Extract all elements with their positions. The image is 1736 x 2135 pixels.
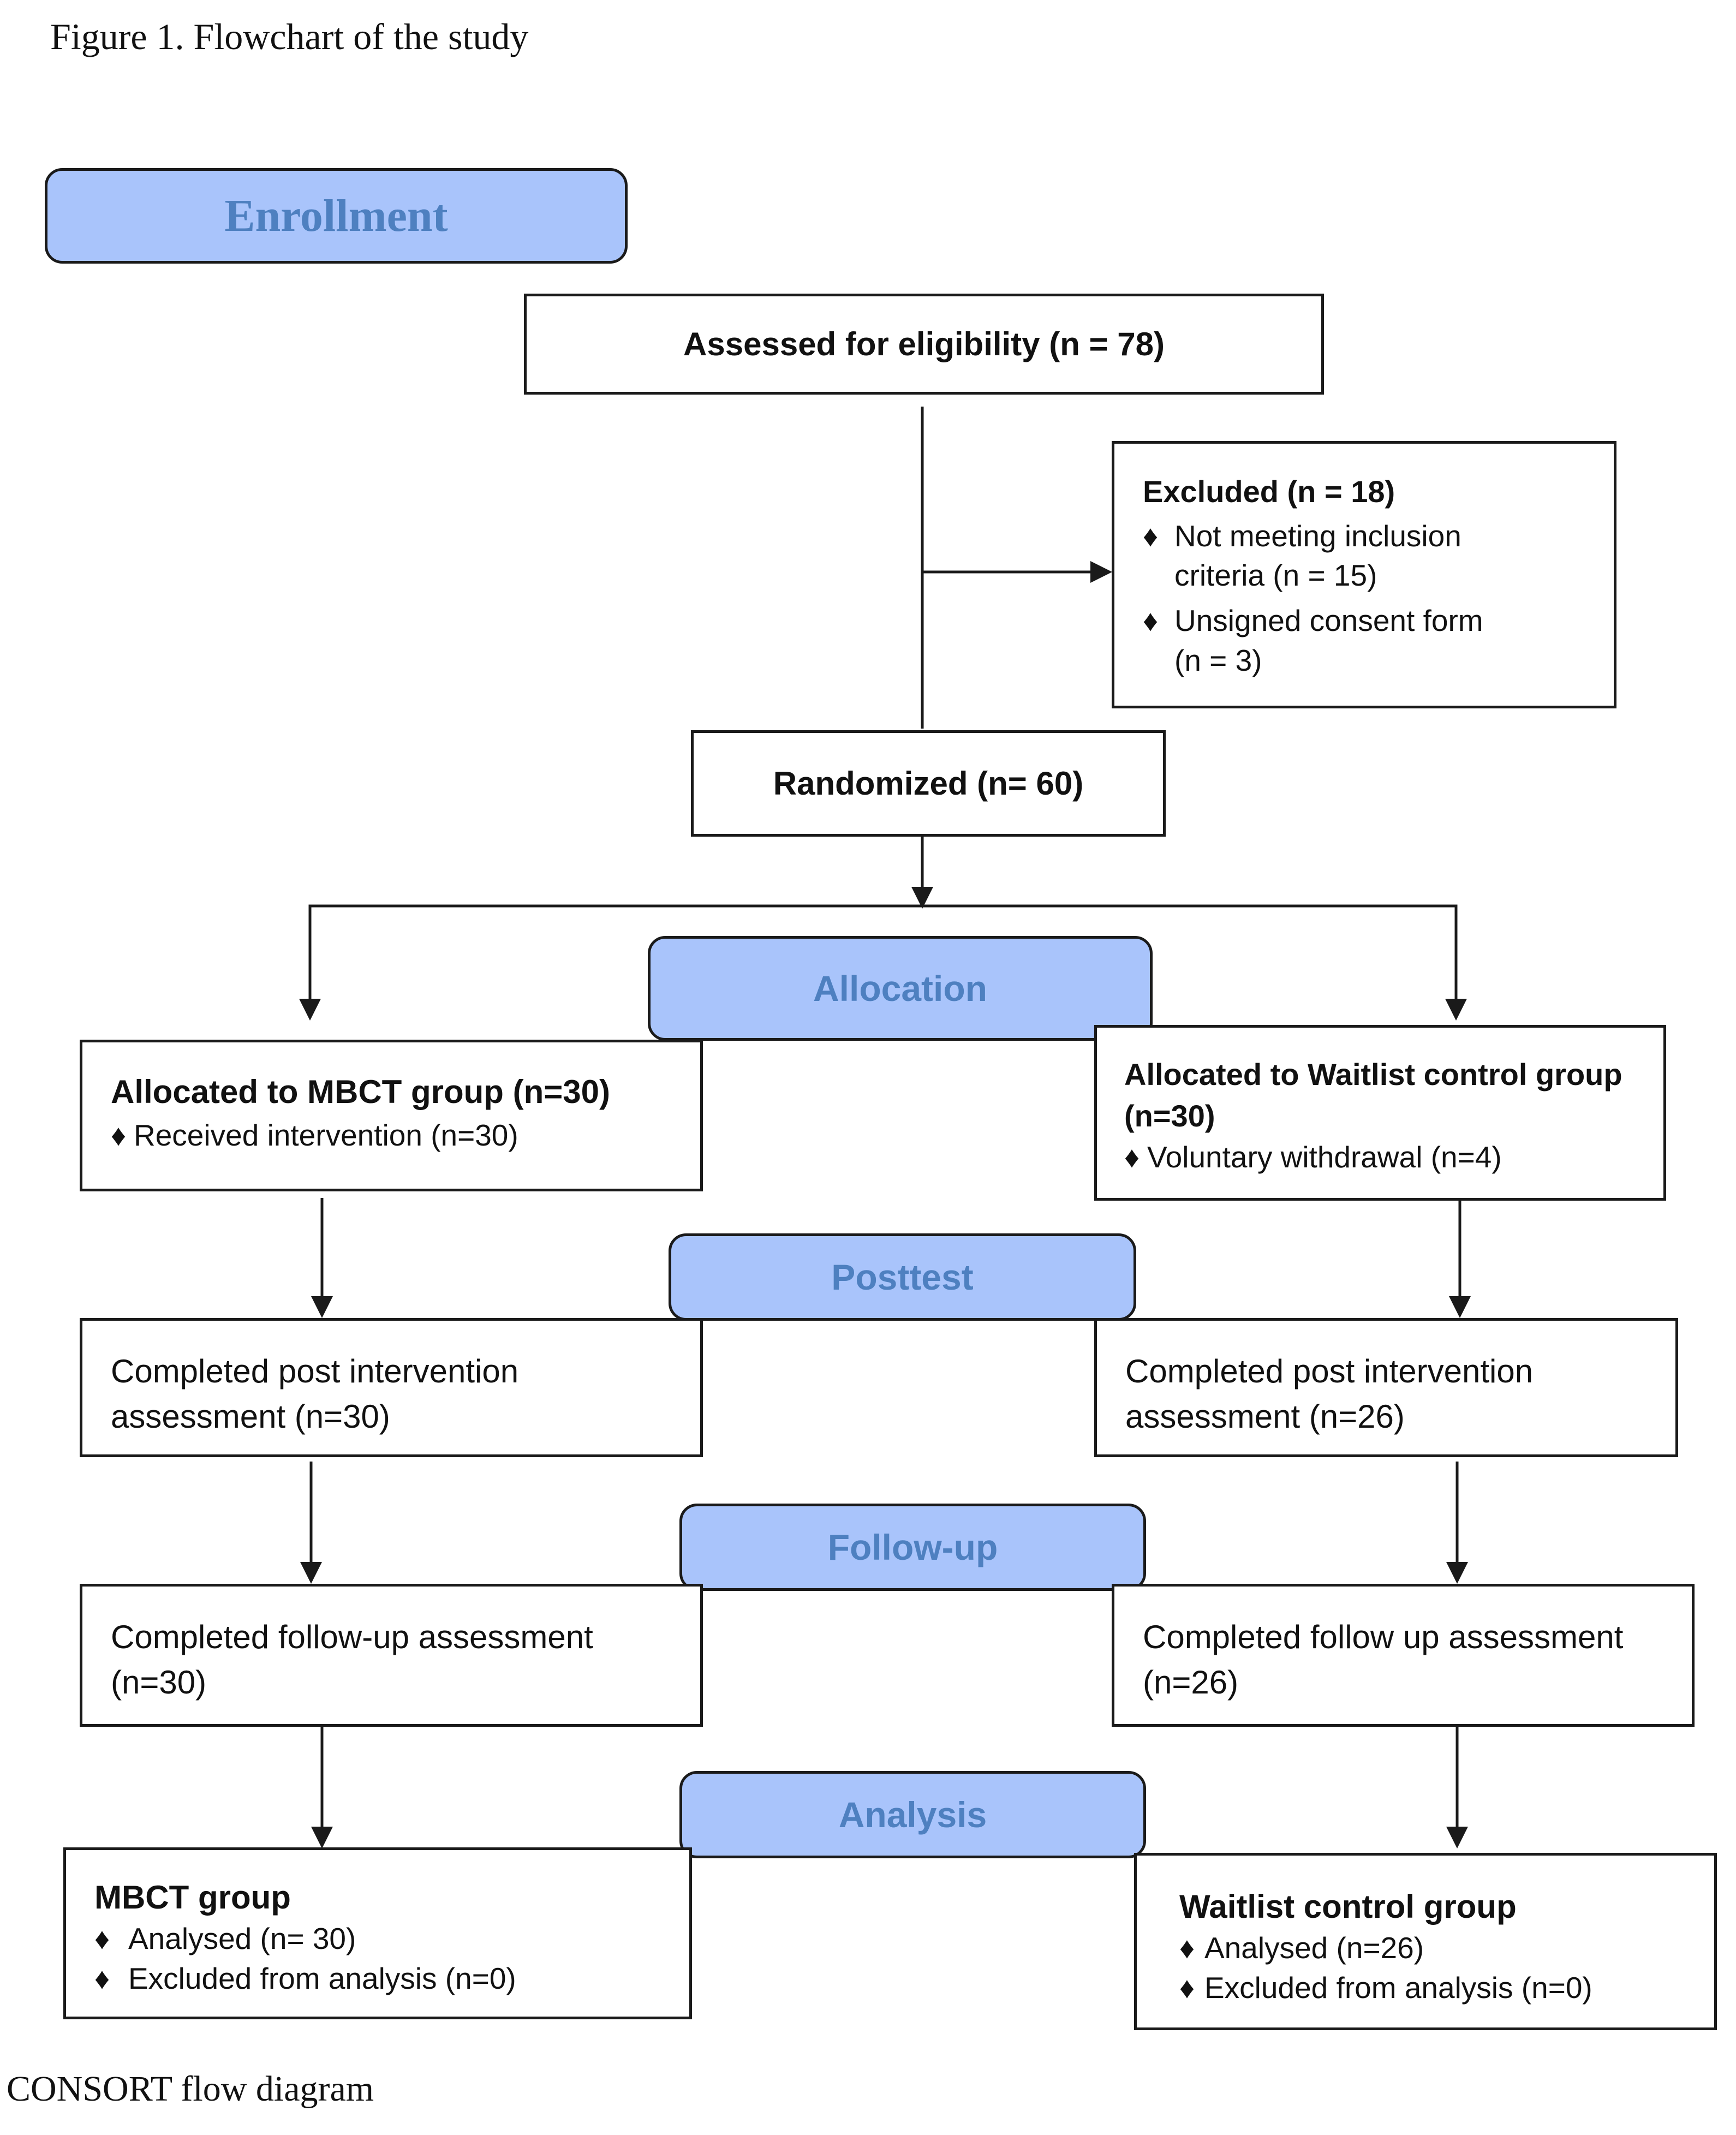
box-mbct-allocated: Allocated to MBCT group (n=30) ♦ Receive… (80, 1040, 703, 1191)
box-excluded: Excluded (n = 18) ♦ Not meeting inclusio… (1112, 441, 1616, 708)
mbct-posttest-label: Completed post intervention assessment (… (111, 1353, 519, 1435)
diamond-bullet-icon: ♦ (1179, 1931, 1195, 1965)
mbct-allocated-title: Allocated to MBCT group (n=30) (111, 1074, 610, 1110)
mbct-analysis-item: ♦ Analysed (n= 30) (94, 1919, 673, 1959)
mbct-analysis-title: MBCT group (94, 1879, 291, 1916)
box-mbct-followup: Completed follow-up assessment (n=30) (80, 1584, 703, 1727)
stage-analysis: Analysis (679, 1771, 1146, 1858)
mbct-followup-label: Completed follow-up assessment (n=30) (111, 1619, 593, 1701)
waitlist-analysis-item: ♦ Excluded from analysis (n=0) (1179, 1968, 1698, 2008)
stage-allocation: Allocation (648, 936, 1153, 1041)
mbct-allocated-item: ♦ Received intervention (n=30) (111, 1116, 678, 1155)
figure-title: Figure 1. Flowchart of the study (50, 16, 529, 57)
arrow-split-left (299, 904, 922, 1021)
arrow-split-right (922, 904, 1467, 1021)
diamond-bullet-icon: ♦ (94, 1961, 110, 1995)
waitlist-allocated-item: ♦ Voluntary withdrawal (n=4) (1124, 1137, 1647, 1177)
excluded-title: Excluded (n = 18) (1143, 474, 1395, 509)
stage-followup: Follow-up (679, 1504, 1146, 1591)
box-mbct-analysis: MBCT group ♦ Analysed (n= 30) ♦ Excluded… (63, 1847, 692, 2019)
waitlist-followup-label: Completed follow up assessment (n=26) (1143, 1619, 1624, 1701)
waitlist-allocated-title: Allocated to Waitlist control group (n=3… (1124, 1057, 1622, 1133)
box-mbct-posttest: Completed post intervention assessment (… (80, 1318, 703, 1457)
diamond-bullet-icon: ♦ (94, 1922, 110, 1955)
assessed-label: Assessed for eligibility (n = 78) (683, 325, 1165, 362)
box-waitlist-allocated: Allocated to Waitlist control group (n=3… (1094, 1025, 1666, 1201)
waitlist-analysis-title: Waitlist control group (1179, 1888, 1517, 1925)
box-randomized: Randomized (n= 60) (691, 730, 1166, 837)
diamond-bullet-icon: ♦ (1124, 1140, 1140, 1174)
stage-enrollment: Enrollment (45, 168, 628, 264)
box-waitlist-analysis: Waitlist control group ♦ Analysed (n=26)… (1134, 1853, 1717, 2030)
box-assessed-for-eligibility: Assessed for eligibility (n = 78) (524, 294, 1324, 395)
waitlist-posttest-label: Completed post intervention assessment (… (1125, 1353, 1534, 1435)
diamond-bullet-icon: ♦ (1143, 518, 1159, 553)
footer-caption: CONSORT flow diagram (7, 2069, 374, 2109)
excluded-item: ♦ Not meeting inclusion criteria (n = 15… (1143, 516, 1592, 595)
randomized-label: Randomized (n= 60) (773, 765, 1084, 802)
box-waitlist-posttest: Completed post intervention assessment (… (1094, 1318, 1678, 1457)
mbct-analysis-item: ♦ Excluded from analysis (n=0) (94, 1959, 673, 1999)
diamond-bullet-icon: ♦ (1143, 603, 1159, 637)
diamond-bullet-icon: ♦ (111, 1118, 127, 1152)
diamond-bullet-icon: ♦ (1179, 1970, 1195, 2005)
stage-posttest: Posttest (669, 1233, 1136, 1321)
box-waitlist-followup: Completed follow up assessment (n=26) (1112, 1584, 1695, 1727)
excluded-item: ♦ Unsigned consent form (n = 3) (1143, 601, 1592, 680)
waitlist-analysis-item: ♦ Analysed (n=26) (1179, 1928, 1698, 1968)
